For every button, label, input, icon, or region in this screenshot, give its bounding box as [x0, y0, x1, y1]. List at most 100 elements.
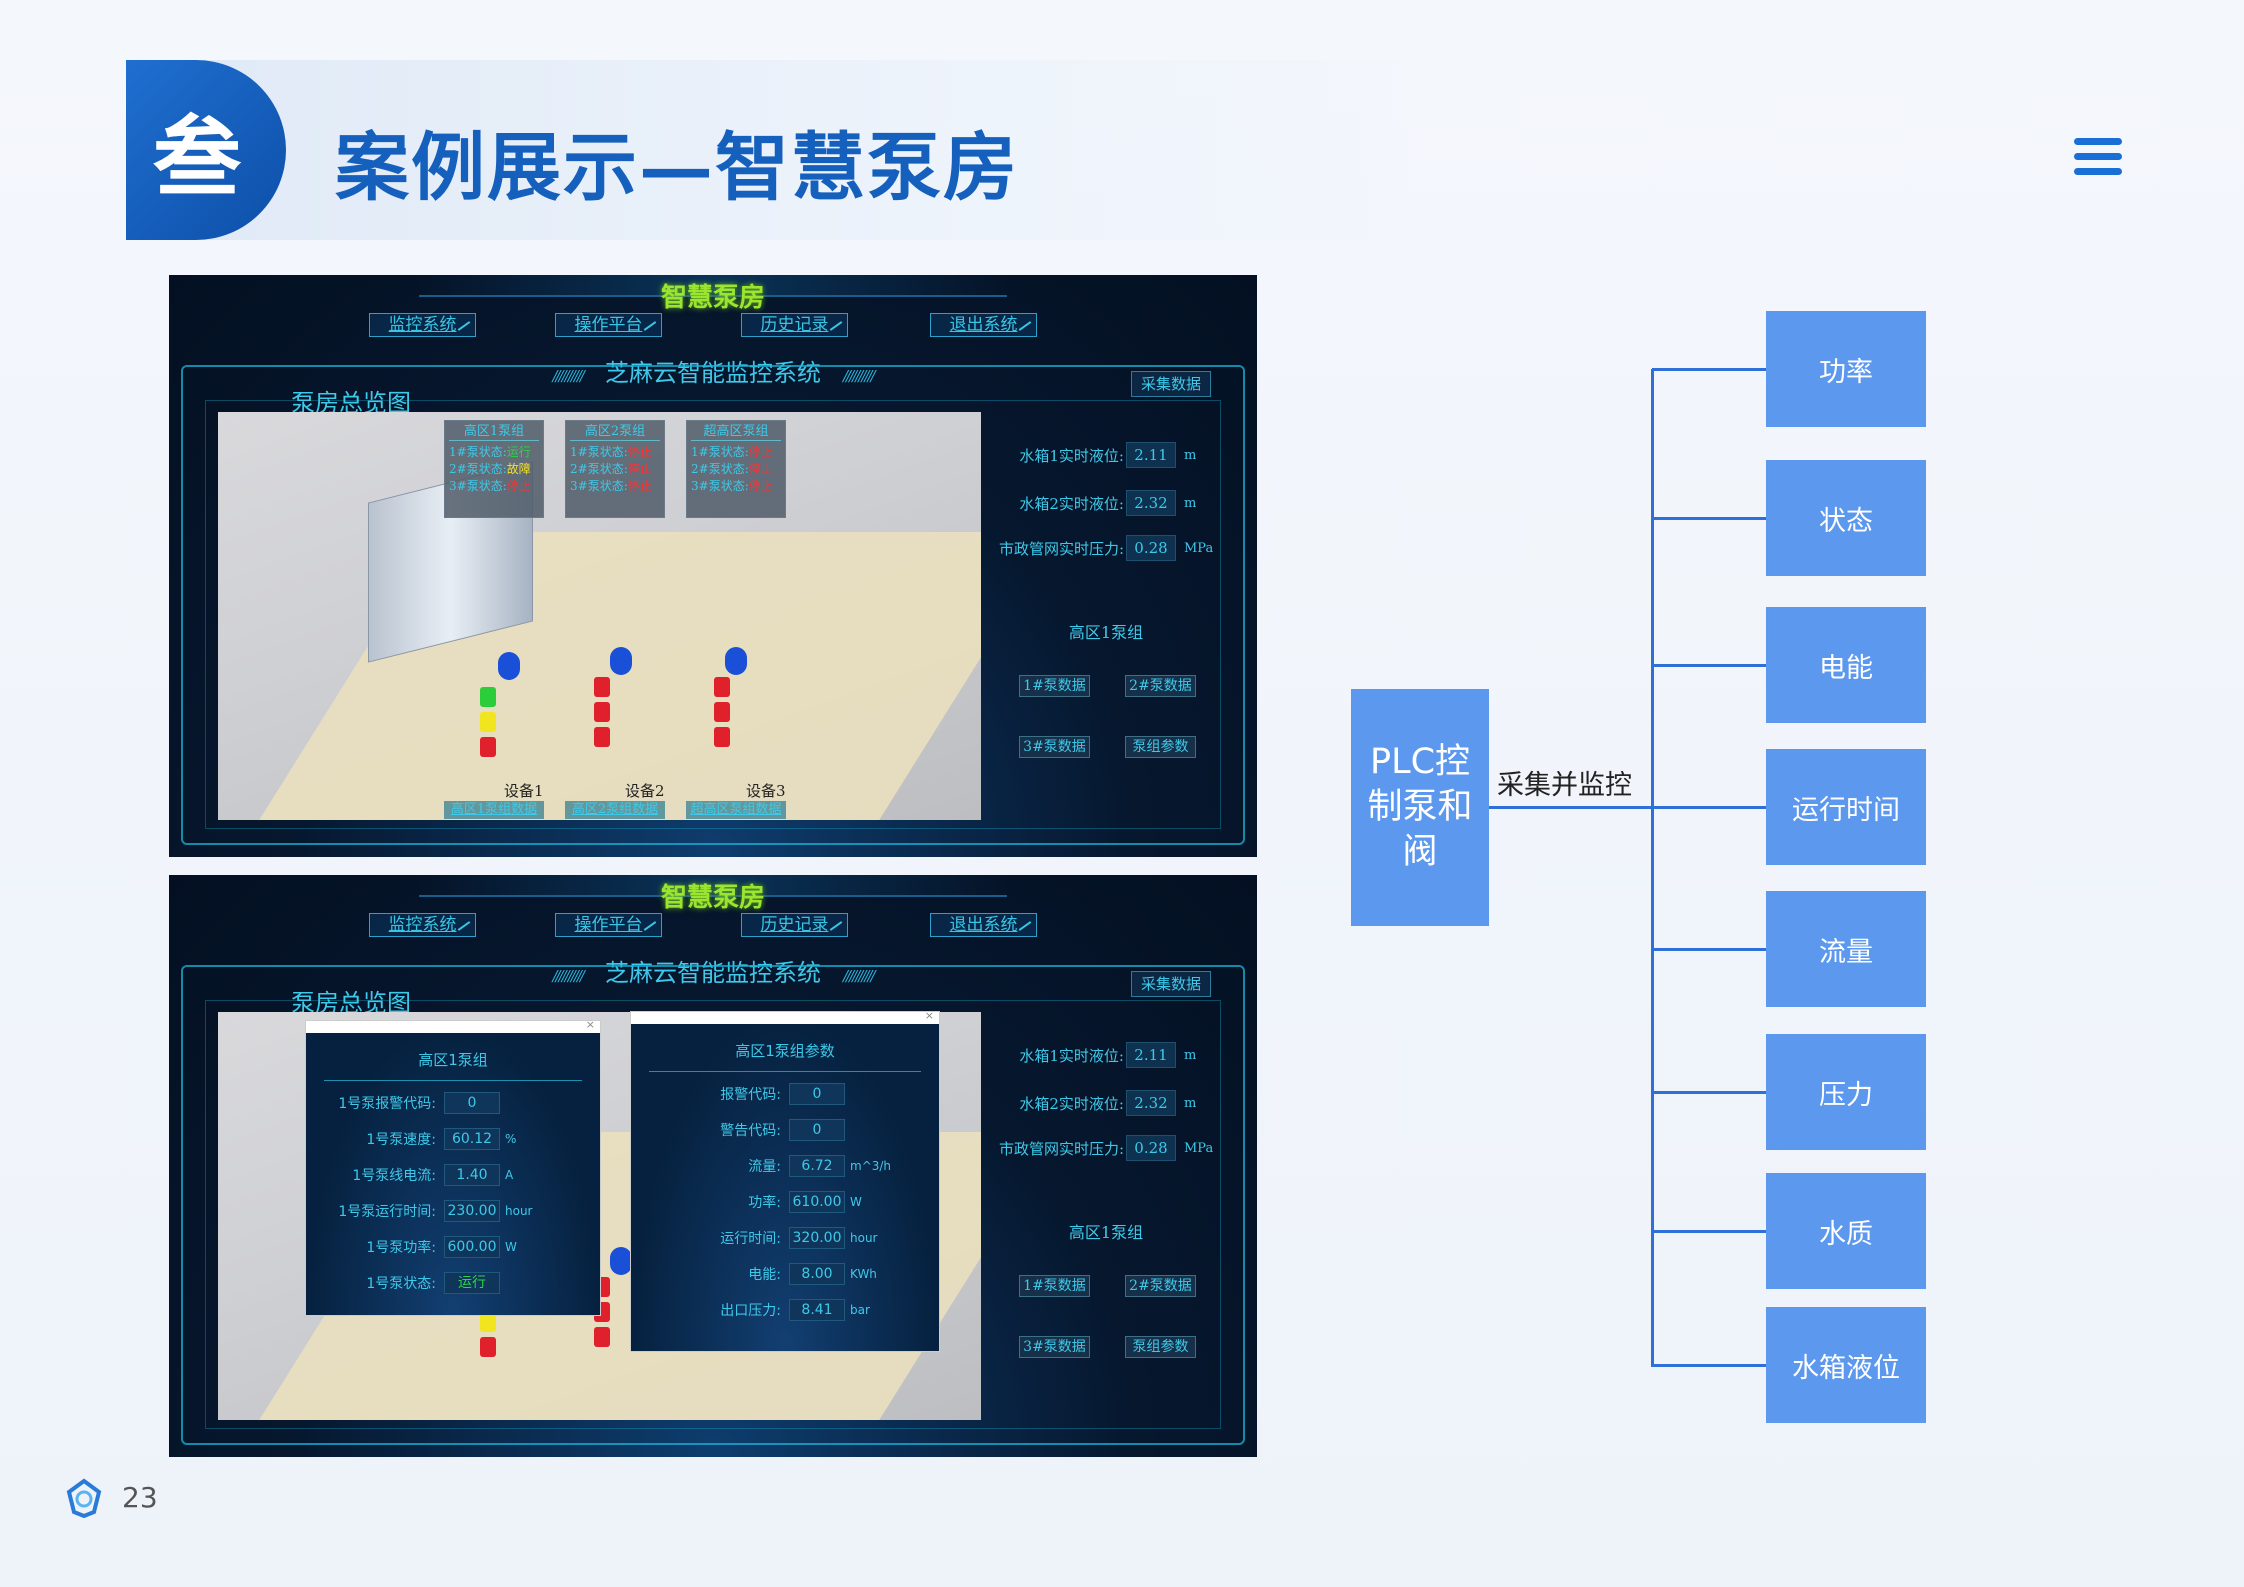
- pump-stopped: [480, 1337, 496, 1357]
- param-label: 警告代码:: [720, 1123, 781, 1139]
- pump-label: 2#泵状态:: [449, 462, 507, 476]
- param-row: 警告代码:0: [631, 1112, 939, 1148]
- pump2-data-button[interactable]: 2#泵数据: [1125, 1275, 1196, 1297]
- group-data-link[interactable]: 高区2泵组数据: [565, 801, 665, 819]
- collect-data-button[interactable]: 采集数据: [1131, 971, 1211, 997]
- pump1-data-button[interactable]: 1#泵数据: [1019, 1275, 1090, 1297]
- group-data-link[interactable]: 高区1泵组数据: [444, 801, 544, 819]
- pump2-data-button[interactable]: 2#泵数据: [1125, 675, 1196, 697]
- group-params-button[interactable]: 泵组参数: [1125, 736, 1196, 758]
- param-label: 1号泵功率:: [366, 1240, 436, 1256]
- pump1-data-button[interactable]: 1#泵数据: [1019, 675, 1090, 697]
- nav-exit[interactable]: 退出系统: [930, 313, 1037, 337]
- pump-running: [480, 687, 496, 707]
- nav-exit[interactable]: 退出系统: [930, 913, 1037, 937]
- param-value: 320.00: [789, 1227, 845, 1249]
- pump-label: 1#泵状态:: [570, 445, 628, 459]
- pump-label: 1#泵状态:: [691, 445, 749, 459]
- group-data-link[interactable]: 超高区泵组数据: [686, 801, 786, 819]
- nav-monitor[interactable]: 监控系统: [369, 913, 476, 937]
- group-status-card: 超高区泵组 1#泵状态:停止 2#泵状态:停止 3#泵状态:停止: [686, 420, 786, 518]
- pump-stopped: [594, 727, 610, 747]
- close-icon[interactable]: ×: [585, 1018, 595, 1031]
- collect-data-button[interactable]: 采集数据: [1131, 371, 1211, 397]
- param-row: 1号泵报警代码: 0: [306, 1085, 600, 1121]
- param-value: 8.41: [789, 1299, 845, 1321]
- popup-titlebar: ×: [631, 1009, 939, 1024]
- popup-titlebar: ×: [306, 1018, 600, 1033]
- group-title: 高区1泵组: [1068, 1223, 1144, 1242]
- param-unit: A: [505, 1168, 514, 1182]
- param-label: 电能:: [748, 1267, 781, 1283]
- param-label: 1号泵报警代码:: [338, 1096, 436, 1112]
- param-row: 1号泵状态:运行: [306, 1265, 600, 1301]
- group-status-card: 高区2泵组 1#泵状态:停止 2#泵状态:停止 3#泵状态:停止: [565, 420, 665, 518]
- readout-label: 市政管网实时压力:: [998, 539, 1124, 558]
- menu-icon[interactable]: [2074, 138, 2122, 178]
- device-label: 设备2: [625, 782, 665, 800]
- param-value: 0: [444, 1092, 500, 1114]
- pressure-vessel: [725, 647, 747, 675]
- param-label: 1号泵状态:: [366, 1276, 436, 1292]
- nav-operation[interactable]: 操作平台: [555, 913, 662, 937]
- param-unit: %: [505, 1132, 517, 1146]
- nav-history[interactable]: 历史记录: [741, 913, 848, 937]
- connector-branch: [1652, 1091, 1766, 1094]
- pump-status: 停止: [506, 479, 531, 493]
- metric-node: 水质: [1766, 1173, 1926, 1289]
- pump-stopped: [594, 1327, 610, 1347]
- group-name: 高区2泵组: [570, 423, 660, 441]
- page-number: 23: [122, 1481, 158, 1514]
- param-label: 功率:: [748, 1195, 781, 1211]
- nav-operation[interactable]: 操作平台: [555, 313, 662, 337]
- pump-fault: [480, 1312, 496, 1332]
- inner-frame: [205, 1000, 1221, 1429]
- group-params-button[interactable]: 泵组参数: [1125, 1336, 1196, 1358]
- system-subtitle: //////////芝麻云智能监控系统//////////: [552, 959, 875, 987]
- frame-decoration: [181, 965, 1245, 1445]
- screen-title: 智慧泵房: [660, 283, 765, 313]
- param-label: 1号泵速度:: [366, 1132, 436, 1148]
- param-unit: W: [505, 1240, 517, 1254]
- close-icon[interactable]: ×: [924, 1009, 934, 1022]
- param-label: 1号泵线电流:: [352, 1168, 436, 1184]
- readout-value: 0.28: [1126, 1135, 1176, 1161]
- readout-label: 水箱2实时液位:: [1019, 1094, 1124, 1113]
- connector-branch: [1652, 806, 1766, 809]
- edge-label: 采集并监控: [1497, 770, 1632, 801]
- pump-stopped: [594, 702, 610, 722]
- pump-status: 运行: [506, 445, 531, 459]
- title-bar-decoration: [419, 875, 1007, 897]
- connector-branch: [1652, 517, 1766, 520]
- param-unit: hour: [505, 1204, 533, 1218]
- param-value: 0: [789, 1083, 845, 1105]
- readout-unit: MPa: [1184, 1140, 1214, 1156]
- pump-status: 停止: [627, 479, 652, 493]
- readout-unit: m: [1184, 1047, 1197, 1063]
- readout-label: 市政管网实时压力:: [998, 1139, 1124, 1158]
- device-label: 设备1: [504, 782, 544, 800]
- readout-label: 水箱2实时液位:: [1019, 494, 1124, 513]
- readout-label: 水箱1实时液位:: [1019, 446, 1124, 465]
- floor: [218, 532, 981, 820]
- readout-label: 水箱1实时液位:: [1019, 1046, 1124, 1065]
- plc-source-node: PLC控制泵和阀: [1351, 689, 1489, 926]
- group-name: 超高区泵组: [691, 423, 781, 441]
- nav-monitor[interactable]: 监控系统: [369, 313, 476, 337]
- param-label: 出口压力:: [720, 1303, 781, 1319]
- pressure-vessel: [610, 647, 632, 675]
- pump3-data-button[interactable]: 3#泵数据: [1019, 1336, 1090, 1358]
- param-value: 60.12: [444, 1128, 500, 1150]
- param-unit: hour: [850, 1231, 878, 1245]
- nav-history[interactable]: 历史记录: [741, 313, 848, 337]
- pump-stopped: [480, 737, 496, 757]
- readout-unit: MPa: [1184, 540, 1214, 556]
- metric-node: 流量: [1766, 891, 1926, 1007]
- pump3-data-button[interactable]: 3#泵数据: [1019, 736, 1090, 758]
